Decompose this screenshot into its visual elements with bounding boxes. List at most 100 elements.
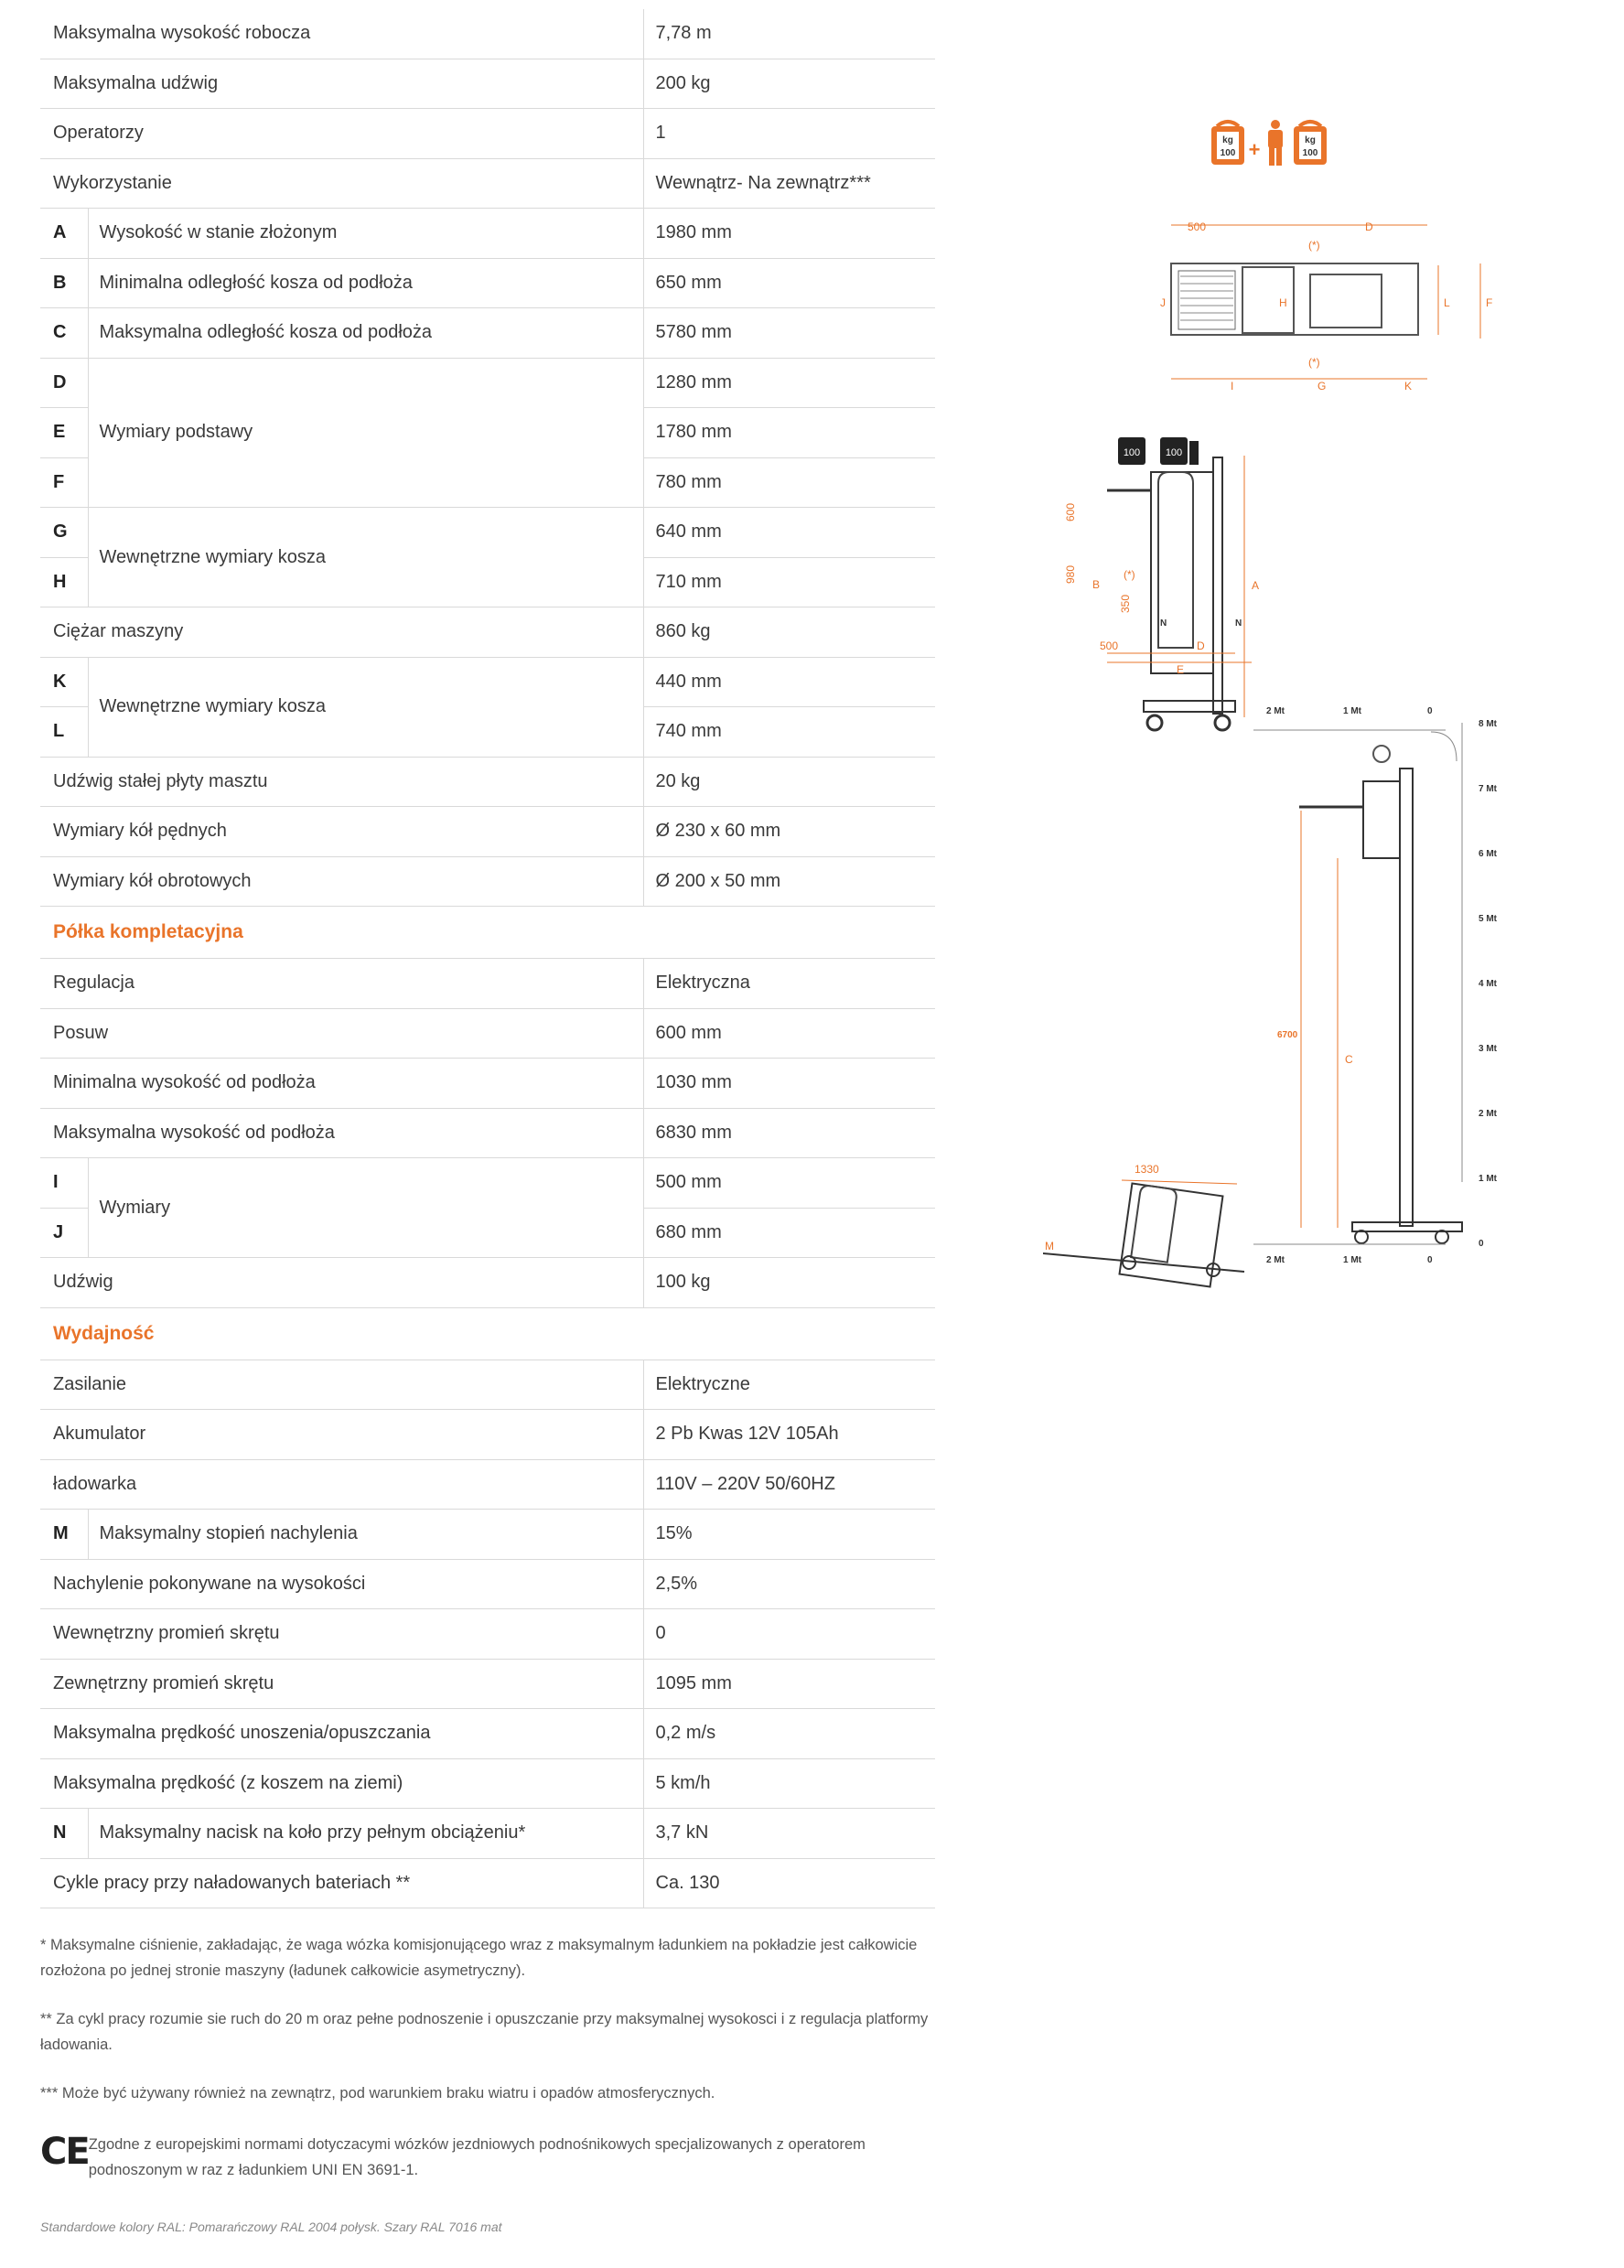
spec-value: 7,78 m bbox=[642, 9, 935, 59]
dim-letter: H bbox=[40, 557, 89, 607]
scale-label: 3 Mt bbox=[1479, 1044, 1498, 1054]
dim-letter: L bbox=[40, 706, 89, 758]
dim-letter: B bbox=[40, 258, 89, 308]
dim-letter: I bbox=[40, 1157, 89, 1209]
scale-label: 1 Mt bbox=[1343, 1255, 1362, 1265]
spec-value: 740 mm bbox=[642, 706, 935, 758]
dim-letter: A bbox=[40, 208, 89, 259]
spec-label: ładowarka bbox=[40, 1459, 643, 1510]
spec-value: 0 bbox=[642, 1608, 935, 1660]
spec-value: Wewnątrz- Na zewnątrz*** bbox=[642, 158, 935, 209]
plus-sign: + bbox=[1249, 138, 1261, 161]
scale-label: 0 bbox=[1427, 706, 1433, 716]
dim-label: B bbox=[1092, 578, 1100, 591]
spec-label: Maksymalna prędkość (z koszem na ziemi) bbox=[40, 1758, 643, 1809]
spec-label: Maksymalna wysokość od podłoża bbox=[40, 1108, 643, 1158]
spec-label: Regulacja bbox=[40, 958, 643, 1009]
spec-value: 1030 mm bbox=[642, 1058, 935, 1109]
footnote-text: ** Za cykl pracy rozumie sie ruch do 20 … bbox=[40, 2011, 929, 2053]
scale-label: 0 bbox=[1427, 1255, 1433, 1265]
dim-label: F bbox=[1486, 296, 1492, 309]
weight-value: 100 bbox=[1124, 447, 1140, 458]
dim-letter: G bbox=[40, 507, 89, 558]
ral-colors-note: Standardowe kolory RAL: Pomarańczowy RAL… bbox=[40, 2220, 502, 2234]
spec-value: 1280 mm bbox=[642, 358, 935, 408]
dim-label: 600 bbox=[1064, 503, 1077, 521]
spec-value: 3,7 kN bbox=[642, 1808, 935, 1859]
dim-label: I bbox=[1231, 380, 1233, 392]
spec-value: 100 kg bbox=[642, 1257, 935, 1308]
footnote-text: * Maksymalne ciśnienie, zakładając, że w… bbox=[40, 1937, 918, 1979]
weight-icon: kg 100 bbox=[1211, 120, 1244, 165]
scale-label: 0 bbox=[1479, 1239, 1484, 1249]
spec-value: 6830 mm bbox=[642, 1108, 935, 1158]
spec-row-h: H 710 mm bbox=[40, 557, 935, 607]
spec-value: 710 mm bbox=[642, 557, 935, 607]
slope-diagram: 1330 M bbox=[1043, 1163, 1245, 1288]
dim-label: C bbox=[1345, 1053, 1353, 1066]
section-title: Półka kompletacyjna bbox=[40, 906, 935, 959]
scale-label: 4 Mt bbox=[1479, 979, 1498, 989]
dim-label: E bbox=[1177, 663, 1184, 676]
dim-label: H bbox=[1279, 296, 1287, 309]
operator-icon bbox=[1268, 120, 1283, 166]
weight-value: 100 bbox=[1221, 148, 1236, 158]
spec-value: 0,2 m/s bbox=[642, 1708, 935, 1759]
spec-value: 1980 mm bbox=[642, 208, 935, 259]
spec-value: 440 mm bbox=[642, 657, 935, 707]
top-view-diagram: 500 D (*) J H L F (*) I G K bbox=[1160, 220, 1492, 392]
dim-label: 980 bbox=[1064, 565, 1077, 584]
dim-label: D bbox=[1197, 640, 1205, 652]
dim-label: 6700 bbox=[1277, 1030, 1298, 1040]
dim-label: L bbox=[1444, 296, 1450, 309]
ce-conformity: CE Zgodne z europejskimi normami dotycza… bbox=[40, 2130, 941, 2183]
spec-value: 650 mm bbox=[642, 258, 935, 308]
spec-label: Udźwig bbox=[40, 1257, 643, 1308]
dim-label: 500 bbox=[1188, 220, 1206, 233]
footnote-2: ** Za cykl pracy rozumie sie ruch do 20 … bbox=[40, 2006, 941, 2058]
ce-mark-icon: CE bbox=[40, 2131, 91, 2173]
dim-label: J bbox=[1160, 296, 1166, 309]
dim-letter: C bbox=[40, 307, 89, 359]
dim-label: 1330 bbox=[1135, 1163, 1159, 1176]
spec-value: 600 mm bbox=[642, 1008, 935, 1059]
spec-label: Wymiary kół obrotowych bbox=[40, 856, 643, 907]
scale-label: 2 Mt bbox=[1266, 1255, 1285, 1265]
spec-value: Ca. 130 bbox=[642, 1858, 935, 1908]
spec-row: Cykle pracy przy naładowanych bateriach … bbox=[40, 1858, 935, 1908]
footnote-text: *** Może być używany również na zewnątrz… bbox=[40, 2085, 715, 2101]
dim-label: (*) bbox=[1308, 356, 1320, 369]
footnote-3: *** Może być używany również na zewnątrz… bbox=[40, 2080, 941, 2106]
working-range-diagram: 2 Mt 1 Mt 0 8 Mt 7 Mt 6 Mt 5 Mt 4 Mt 3 M… bbox=[1043, 706, 1498, 1288]
spec-label: Ciężar maszyny bbox=[40, 607, 643, 658]
spec-label: Zasilanie bbox=[40, 1360, 643, 1410]
scale-label: 6 Mt bbox=[1479, 849, 1498, 859]
ce-text: Zgodne z europejskimi normami dotyczacym… bbox=[88, 2136, 866, 2178]
spec-value: 5 km/h bbox=[642, 1758, 935, 1809]
dim-label: (*) bbox=[1308, 239, 1320, 252]
dim-label: 350 bbox=[1119, 595, 1132, 613]
spec-label: Wymiary podstawy bbox=[88, 358, 643, 508]
dim-label: K bbox=[1404, 380, 1412, 392]
